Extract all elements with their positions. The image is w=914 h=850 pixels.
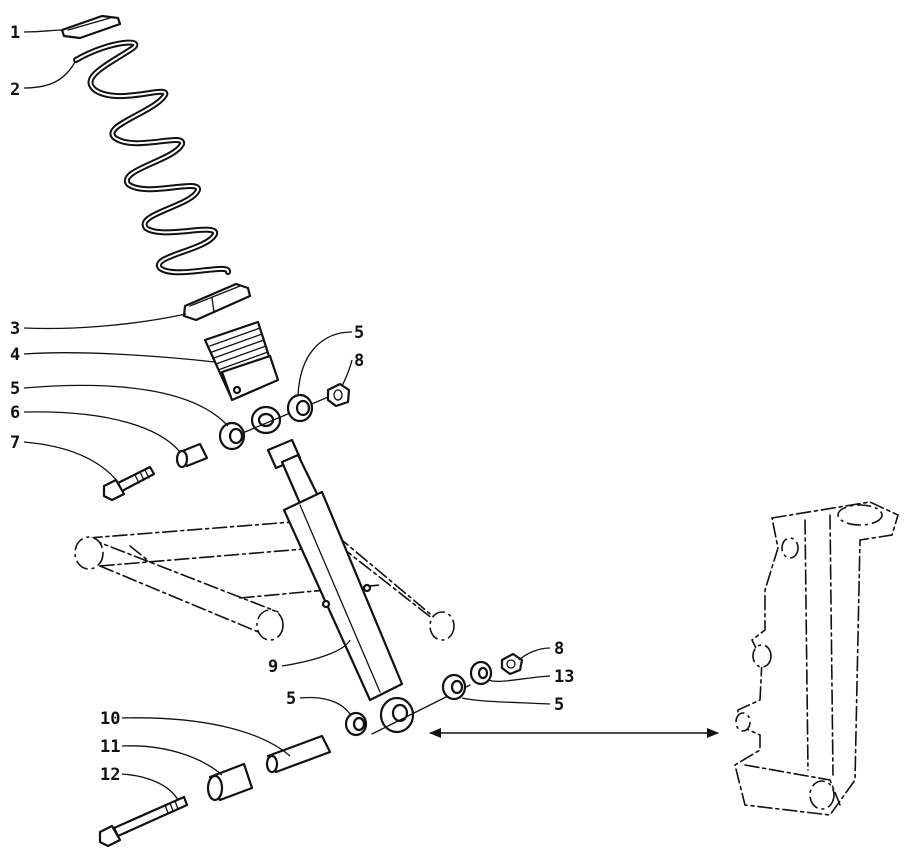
part-6-sleeve xyxy=(175,442,209,469)
label-8-a: 8 xyxy=(354,351,364,371)
part-8-nut-upper xyxy=(326,382,351,408)
label-9: 9 xyxy=(268,657,278,677)
label-3: 3 xyxy=(10,319,20,339)
label-4: 4 xyxy=(10,345,20,365)
part-labels: 1 2 3 4 5 6 7 5 8 9 5 10 11 12 8 13 5 xyxy=(10,23,574,785)
label-5-a: 5 xyxy=(10,379,20,399)
leader-lines xyxy=(23,29,551,801)
part-3-spring-seat xyxy=(182,282,252,322)
label-7: 7 xyxy=(10,433,20,453)
label-11: 11 xyxy=(100,737,120,757)
part-13-washer xyxy=(469,660,493,686)
label-5-b: 5 xyxy=(354,323,364,343)
a-arm-phantom xyxy=(74,519,455,641)
label-5-c: 5 xyxy=(286,689,296,709)
label-6: 6 xyxy=(10,403,20,423)
part-9-shock-body xyxy=(266,438,404,702)
part-5-bushing-lower-left xyxy=(344,711,368,737)
part-4-adjuster-collar xyxy=(203,320,280,402)
label-1: 1 xyxy=(10,23,20,43)
label-2: 2 xyxy=(10,80,20,100)
part-5-bushing-lower-right xyxy=(441,673,467,701)
part-10-sleeve xyxy=(265,734,332,774)
label-8-b: 8 xyxy=(554,639,564,659)
part-12-lower-bolt xyxy=(98,795,189,848)
spindle-phantom xyxy=(734,501,899,816)
label-12: 12 xyxy=(100,765,120,785)
label-13: 13 xyxy=(554,667,574,687)
shock-upper-eye xyxy=(244,394,334,435)
part-8-nut-lower xyxy=(500,652,524,676)
part-5-bushing-upper-left xyxy=(218,421,246,451)
part-2-coil-spring xyxy=(73,39,231,276)
part-1-spring-retainer xyxy=(60,14,122,40)
label-10: 10 xyxy=(100,709,120,729)
part-5-bushing-upper-right xyxy=(286,393,314,423)
label-5-d: 5 xyxy=(554,695,564,715)
part-7-upper-bolt xyxy=(102,465,156,502)
